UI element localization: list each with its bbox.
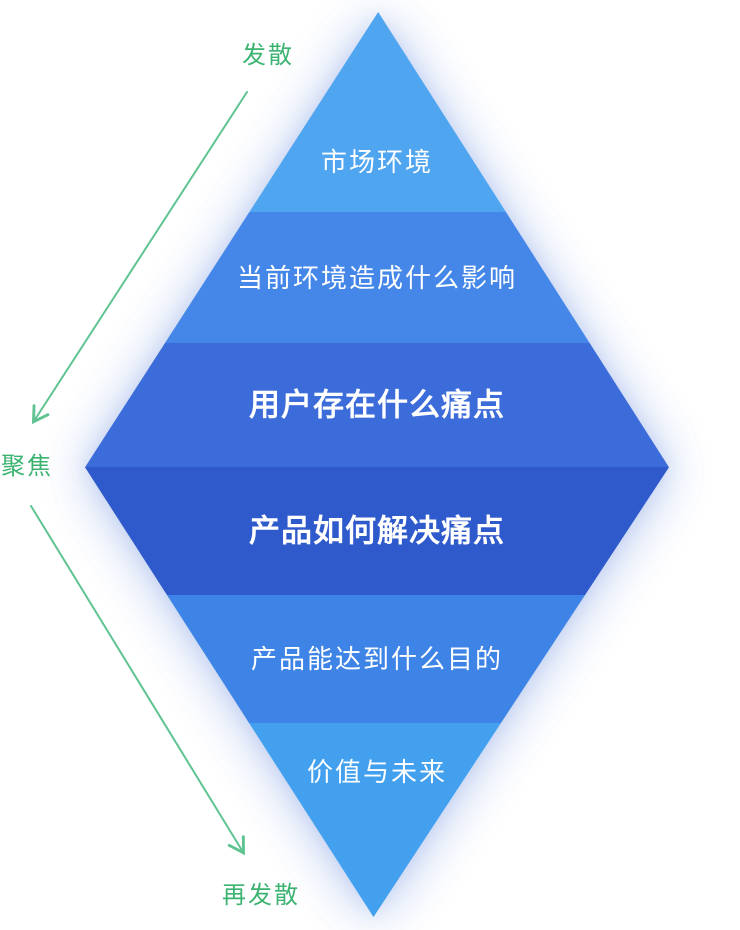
- double-diamond-funnel: 市场环境 当前环境造成什么影响 用户存在什么痛点 产品如何解决痛点 产品能达到什…: [85, 12, 669, 917]
- stage-label: 市场环境: [320, 147, 433, 177]
- funnel-stage-goal: 产品能达到什么目的: [85, 595, 669, 723]
- stage-label: 价值与未来: [306, 757, 447, 787]
- phase-label-diverge: 发散: [242, 42, 294, 69]
- phase-label-focus: 聚焦: [1, 453, 53, 480]
- funnel-stage-impact: 当前环境造成什么影响: [85, 212, 669, 343]
- phase-label-rediverge: 再发散: [222, 882, 300, 909]
- stage-label: 产品如何解决痛点: [249, 513, 505, 549]
- funnel-stage-value: 价值与未来: [85, 723, 669, 917]
- stage-label: 产品能达到什么目的: [250, 644, 503, 674]
- stage-label: 用户存在什么痛点: [249, 387, 505, 423]
- funnel-stage-painpoints: 用户存在什么痛点: [85, 343, 669, 467]
- funnel-stage-market: 市场环境: [85, 12, 669, 212]
- funnel-stage-solution: 产品如何解决痛点: [85, 467, 669, 595]
- stage-label: 当前环境造成什么影响: [236, 262, 517, 293]
- diamond-glow: 市场环境 当前环境造成什么影响 用户存在什么痛点 产品如何解决痛点 产品能达到什…: [85, 12, 669, 917]
